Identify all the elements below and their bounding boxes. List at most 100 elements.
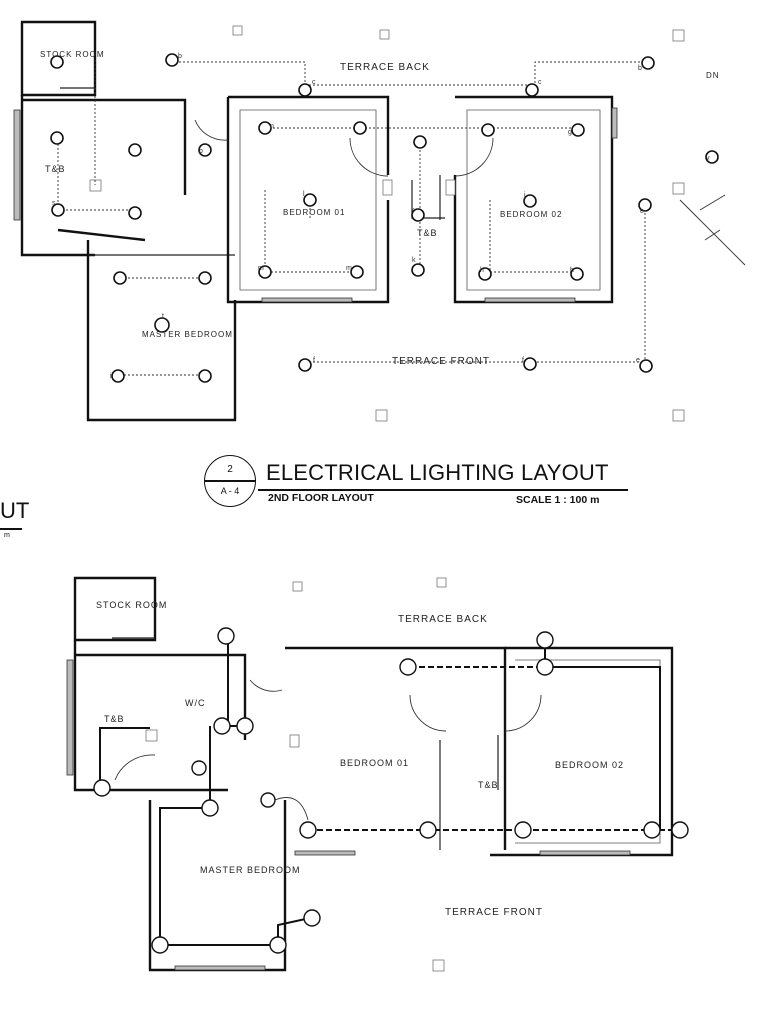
- fixture-tag: b: [638, 65, 642, 72]
- fixture-upper: [111, 369, 125, 383]
- upper-label-stock-room: STOCK ROOM: [40, 50, 105, 59]
- fixture-upper: [113, 271, 127, 285]
- fixture-tag: e: [640, 208, 644, 215]
- lower-wc-walls: [75, 653, 247, 740]
- lower-door-bedroom02: [504, 694, 542, 732]
- fixture-tag: h: [570, 267, 574, 274]
- upper-bedroom02-window: [484, 297, 576, 303]
- fixture-tag: n: [270, 123, 274, 130]
- fixture-upper: [303, 193, 317, 207]
- fixture-tag: c: [538, 79, 542, 86]
- lower-label-terrace-front: TERRACE FRONT: [445, 907, 543, 918]
- drawing-subtitle: 2ND FLOOR LAYOUT: [268, 492, 374, 504]
- lower-bedroom02-inner: [515, 659, 661, 844]
- fixture-tag: h: [480, 267, 484, 274]
- lower-label-tb-left: T&B: [104, 714, 125, 724]
- upper-left-window: [13, 109, 21, 221]
- fixture-tag: c: [312, 79, 316, 86]
- fixture-tag: g: [568, 129, 572, 136]
- upper-door-tb: [194, 119, 229, 141]
- fixture-upper: [353, 121, 367, 135]
- upper-bedroom02-inner: [466, 109, 601, 291]
- fixture-tag: k: [412, 257, 416, 264]
- fixture-tag: e: [636, 357, 640, 364]
- lower-label-terrace-back: TERRACE BACK: [398, 614, 488, 625]
- fixture-upper: [258, 265, 272, 279]
- cropped-title-underline: [0, 528, 22, 530]
- upper-bedroom02-side-window: [611, 107, 618, 139]
- upper-stair-ticks: [699, 194, 726, 241]
- upper-label-tb-left: T&B: [45, 164, 66, 174]
- upper-label-bedroom01: BEDROOM 01: [283, 208, 345, 217]
- upper-label-terrace-back: TERRACE BACK: [340, 62, 430, 73]
- upper-columns: [89, 25, 685, 422]
- fixture-upper: [128, 143, 142, 157]
- fixture-upper: [50, 131, 64, 145]
- title-underline: [258, 489, 628, 491]
- fixture-upper: [571, 123, 585, 137]
- fixture-upper: [258, 121, 272, 135]
- fixture-tag: f: [522, 357, 524, 364]
- upper-bedroom02-walls: [453, 95, 614, 304]
- lower-bedroom01-walls: [285, 646, 507, 850]
- lower-door-wc: [249, 679, 283, 692]
- fixture-tag: b: [178, 53, 182, 60]
- fixture-tag: v: [706, 155, 710, 162]
- upper-stair-line: [679, 199, 746, 266]
- upper-diagonal-wall: [57, 228, 146, 242]
- lower-label-bedroom02: BEDROOM 02: [555, 760, 624, 770]
- lower-wiring: [99, 637, 680, 946]
- lower-label-bedroom01: BEDROOM 01: [340, 758, 409, 768]
- title-badge-divider: [204, 480, 256, 482]
- cropped-scale-fragment: m: [4, 532, 10, 539]
- fixture-tag: s: [52, 200, 56, 207]
- lower-label-wc: W/C: [185, 698, 206, 708]
- lower-bedroom02-window: [539, 850, 631, 856]
- upper-tb-walls: [22, 98, 187, 195]
- upper-label-bedroom02: BEDROOM 02: [500, 210, 562, 219]
- fixture-upper: [481, 123, 495, 137]
- fixture-upper: [350, 265, 364, 279]
- upper-label-master: MASTER BEDROOM: [142, 330, 233, 339]
- fixture-tag: b: [199, 148, 203, 155]
- upper-label-terrace-front: TERRACE FRONT: [392, 356, 490, 367]
- fixture-upper: [411, 208, 425, 222]
- fixture-upper: [525, 83, 539, 97]
- fixture-upper: [51, 203, 65, 217]
- upper-stock-room-walls: [20, 20, 97, 97]
- lower-floor-plan: STOCK ROOM TERRACE BACK W/C T&B BEDROOM …: [66, 576, 689, 972]
- lower-fixtures: [93, 627, 689, 954]
- fixture-tag: i: [110, 373, 112, 380]
- fixture-upper: [165, 53, 179, 67]
- fixture-tag: l: [303, 191, 305, 198]
- fixture-tag: t: [162, 313, 164, 320]
- fixture-tag: f: [313, 357, 315, 364]
- sheet-number: A - 4: [220, 486, 240, 496]
- fixture-upper: [411, 263, 425, 277]
- fixture-upper: [198, 369, 212, 383]
- lower-left-outer-wall: [73, 640, 150, 792]
- fixture-upper: [198, 271, 212, 285]
- fixture-upper: [198, 143, 212, 157]
- fixture-upper: [298, 83, 312, 97]
- fixture-upper: [50, 55, 64, 69]
- lower-label-tb-mid: T&B: [478, 780, 499, 790]
- cropped-title-fragment: UT: [0, 498, 30, 523]
- fixture-upper: [523, 194, 537, 208]
- lower-label-stock-room: STOCK ROOM: [96, 600, 167, 610]
- fixture-upper: [641, 56, 655, 70]
- fixture-upper: [298, 358, 312, 372]
- lower-label-master: MASTER BEDROOM: [200, 865, 301, 875]
- lower-door-bedroom01: [409, 694, 447, 732]
- lower-columns: [145, 577, 447, 972]
- lower-stock-room-walls: [73, 576, 157, 642]
- upper-left-outer-wall: [20, 95, 95, 257]
- upper-master-walls: [86, 240, 237, 422]
- upper-label-dn: DN: [706, 71, 720, 80]
- drawing-scale: SCALE 1 : 100 m: [516, 494, 600, 506]
- fixture-tag: k: [411, 207, 415, 214]
- fixture-upper: [523, 357, 537, 371]
- fixture-upper: [570, 267, 584, 281]
